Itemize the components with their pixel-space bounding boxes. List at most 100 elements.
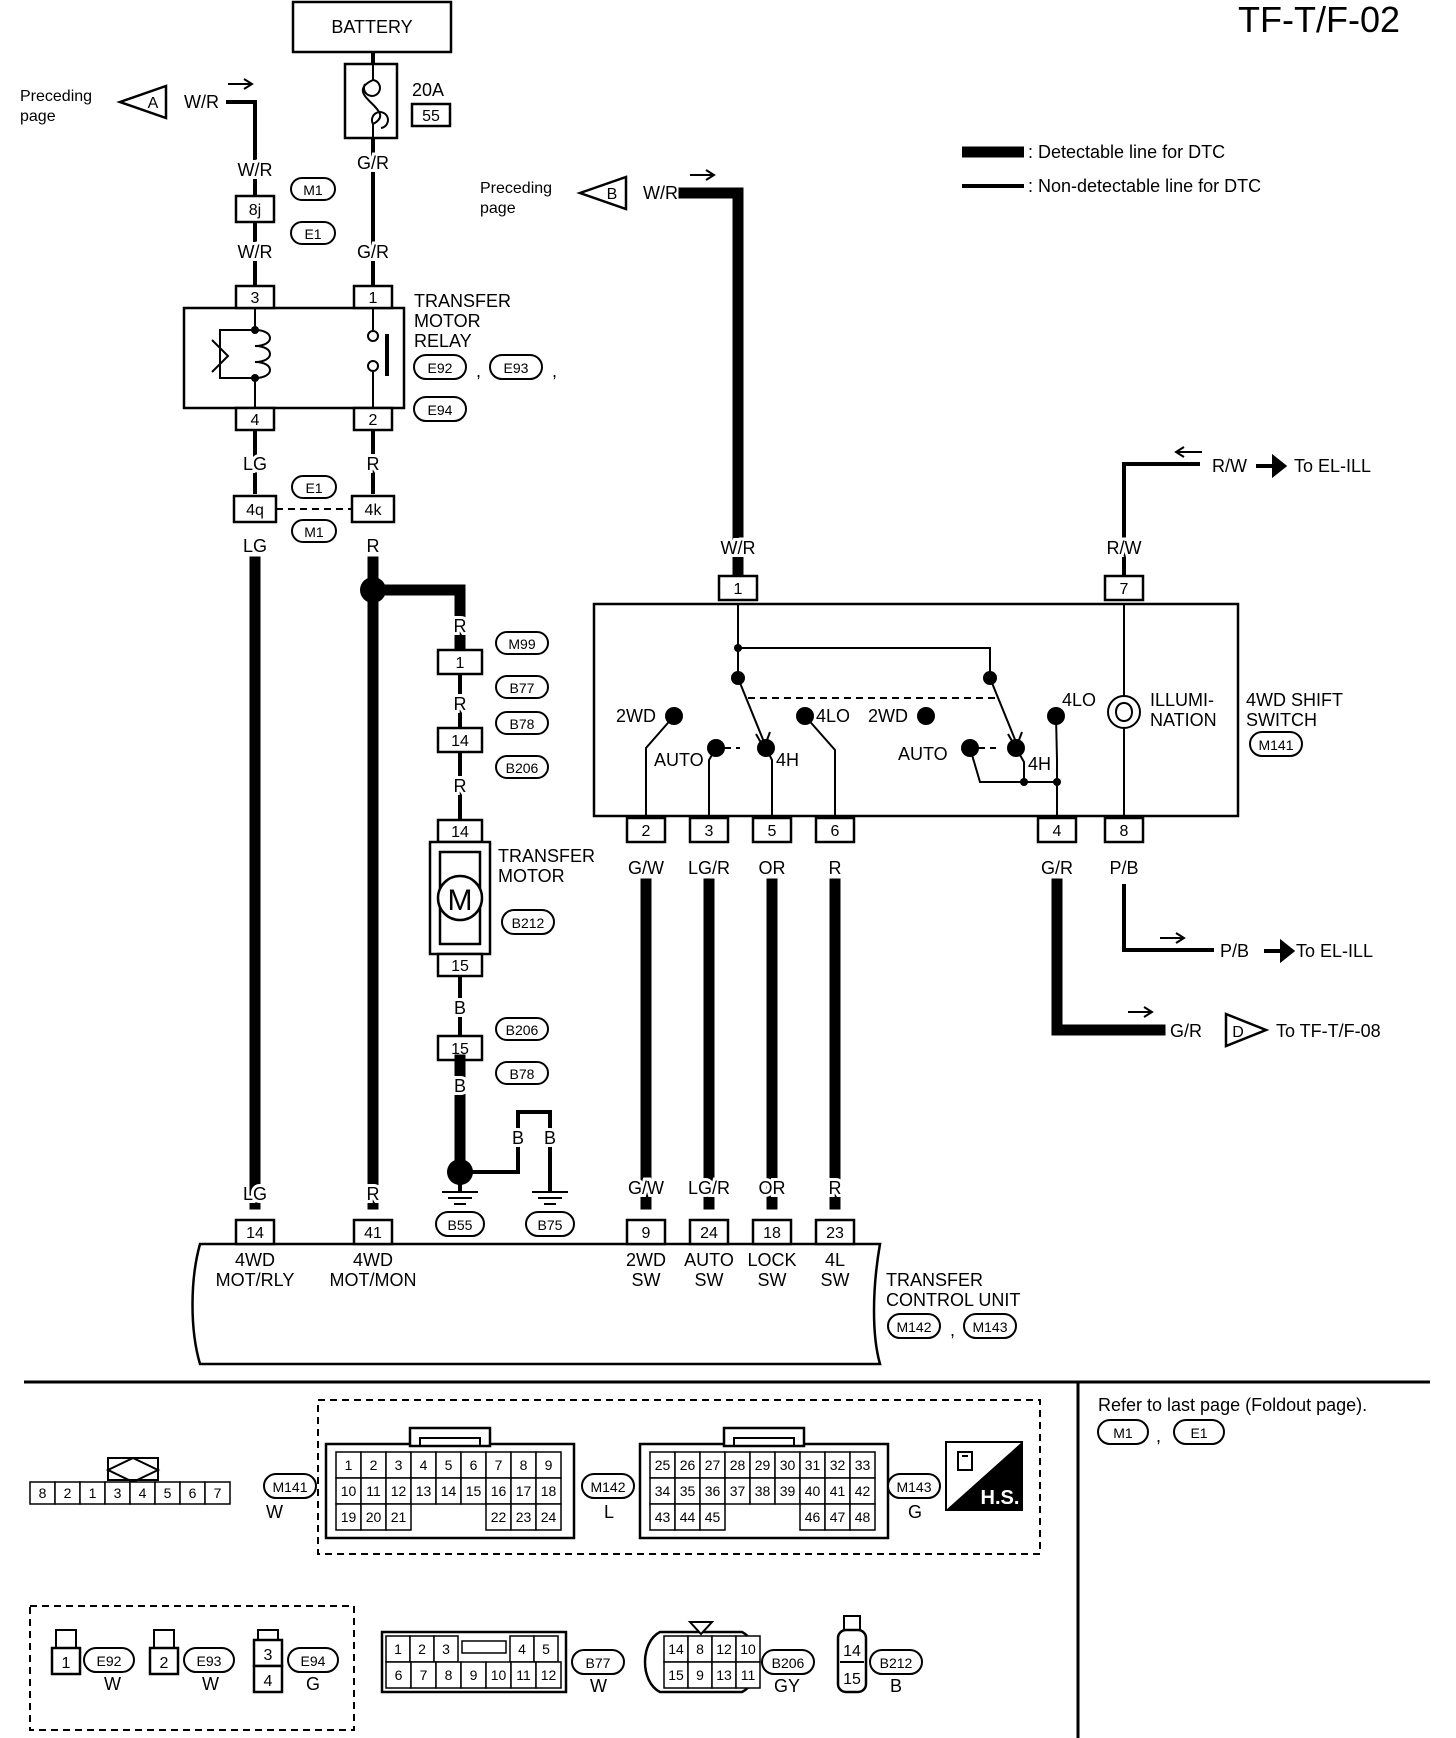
battery-label: BATTERY — [331, 17, 412, 37]
svg-text:page: page — [20, 108, 56, 125]
connector-pin-label: 25 — [655, 1457, 671, 1473]
connector-pin-label: 5 — [445, 1457, 453, 1473]
svg-text:E93: E93 — [197, 1653, 222, 1669]
connector-pin-cell — [533, 1635, 559, 1663]
connector-pin-cell — [510, 1503, 537, 1531]
svg-text:2: 2 — [642, 823, 651, 840]
connector-pin-cell — [385, 1503, 412, 1531]
offpage-b: Preceding page B W/R — [480, 169, 716, 217]
svg-text:8j: 8j — [249, 202, 261, 219]
svg-text:LG/R: LG/R — [688, 1178, 730, 1198]
svg-text:OR: OR — [759, 1178, 786, 1198]
svg-text:ILLUMI-: ILLUMI- — [1150, 690, 1214, 710]
connector-pin-label: 31 — [805, 1457, 821, 1473]
connector-pin-cell — [385, 1635, 411, 1663]
arrow-right-icon — [1160, 932, 1186, 944]
connector-pin-label: 36 — [705, 1483, 721, 1499]
svg-text:AUTO: AUTO — [684, 1250, 734, 1270]
connector-view-e92: 1 E92 W — [50, 1629, 135, 1694]
svg-text:B206: B206 — [506, 1022, 539, 1038]
connector-label-e1: E1 — [304, 226, 321, 242]
connector-pin-label: 45 — [705, 1509, 721, 1525]
fuse-number: 55 — [422, 108, 440, 125]
connector-pin-cell — [435, 1661, 462, 1689]
connector-label-m141: M141 — [1258, 737, 1293, 753]
svg-text:2WD: 2WD — [868, 706, 908, 726]
connector-pin-label: 34 — [655, 1483, 671, 1499]
svg-text:1: 1 — [734, 581, 743, 598]
connector-label-b55: B55 — [448, 1217, 473, 1233]
connector-pin-cell — [849, 1477, 876, 1505]
svg-text:B78: B78 — [510, 1066, 535, 1082]
svg-text:,: , — [1156, 1426, 1161, 1446]
illumination-lamp-icon — [1107, 695, 1141, 729]
fuse-amp: 20A — [412, 80, 444, 100]
svg-text:M1: M1 — [304, 524, 324, 540]
4wd-shift-switch: 1 7 2 3 5 6 4 8 2WD AUTO 4H 4LO — [592, 574, 1343, 844]
svg-text:1: 1 — [369, 290, 378, 307]
svg-text:B: B — [544, 1128, 556, 1148]
svg-text:G/R: G/R — [1170, 1021, 1202, 1041]
svg-text:W/R: W/R — [238, 242, 273, 262]
svg-text:B: B — [454, 998, 466, 1018]
svg-text:SW: SW — [632, 1270, 661, 1290]
connector-pin-label: 4 — [139, 1485, 147, 1501]
connector-pin-label: 13 — [416, 1483, 432, 1499]
connector-8j: 8j M1 E1 — [234, 177, 336, 245]
svg-text:15: 15 — [843, 1671, 861, 1688]
connector-pin-label: 28 — [730, 1457, 746, 1473]
connector-pin-label: 1 — [89, 1485, 97, 1501]
connector-pin-cell — [735, 1661, 761, 1689]
hs-icon: H.S. — [945, 1441, 1023, 1511]
connector-pin-label: 21 — [391, 1509, 407, 1525]
connector-view-e93: 2 E93 W — [148, 1629, 235, 1694]
connector-pin-label: 38 — [755, 1483, 771, 1499]
svg-text:B77: B77 — [586, 1655, 611, 1671]
connector-pin-cell — [535, 1661, 562, 1689]
svg-text:To EL-ILL: To EL-ILL — [1294, 456, 1371, 476]
svg-text:1: 1 — [456, 655, 465, 672]
svg-text:4: 4 — [251, 412, 260, 429]
connector-pin-label: 12 — [541, 1667, 557, 1683]
relay-contact-icon — [367, 330, 379, 342]
connector-label-b77: B77 — [510, 680, 535, 696]
svg-text:24: 24 — [700, 1225, 718, 1242]
connector-pin-label: 6 — [470, 1457, 478, 1473]
wire-gr-to-tft08 — [1051, 878, 1166, 1036]
svg-text:W/R: W/R — [721, 538, 756, 558]
wire-wr-switch — [678, 187, 744, 582]
svg-text:LG: LG — [243, 1184, 267, 1204]
connector-pin-label: 2 — [418, 1641, 426, 1657]
battery-box — [291, 0, 453, 54]
battery: BATTERY — [291, 0, 453, 54]
svg-text:LG/R: LG/R — [688, 858, 730, 878]
svg-text:CONTROL UNIT: CONTROL UNIT — [886, 1290, 1020, 1310]
svg-text:LOCK: LOCK — [747, 1250, 796, 1270]
connector-pin-cell — [409, 1635, 435, 1663]
svg-text:E94: E94 — [301, 1653, 326, 1669]
svg-text:G/R: G/R — [1041, 858, 1073, 878]
connector-pin-label: 8 — [445, 1667, 453, 1683]
connector-pin-label: 1 — [345, 1457, 353, 1473]
connector-pin-label: 5 — [542, 1641, 550, 1657]
svg-text:GY: GY — [774, 1676, 800, 1696]
svg-text:,: , — [552, 361, 557, 381]
svg-text:4LO: 4LO — [1062, 690, 1096, 710]
connector-pin-label: 19 — [341, 1509, 357, 1525]
connector-pin-label: 35 — [680, 1483, 696, 1499]
svg-text:B206: B206 — [772, 1655, 805, 1671]
connector-pin-label: 33 — [855, 1457, 871, 1473]
switch-lever-icon — [737, 677, 765, 743]
offpage-d-marker — [1224, 1012, 1270, 1048]
connector-pin-label: 3 — [395, 1457, 403, 1473]
connector-label-m99: M99 — [508, 636, 535, 652]
svg-text:OR: OR — [759, 858, 786, 878]
connector-pin-cell — [735, 1635, 761, 1663]
svg-text:MOT/RLY: MOT/RLY — [216, 1270, 295, 1290]
svg-text:,: , — [950, 1320, 955, 1340]
svg-text:W: W — [104, 1674, 121, 1694]
connector-pin-label: 7 — [495, 1457, 503, 1473]
svg-text:1: 1 — [62, 1655, 71, 1672]
svg-text:B: B — [607, 186, 618, 203]
